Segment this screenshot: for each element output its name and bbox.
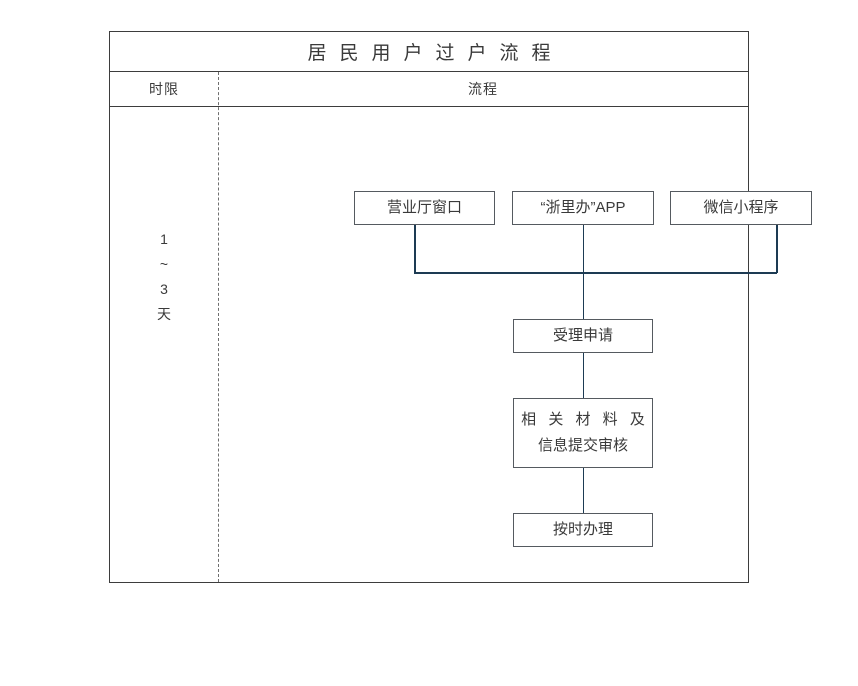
connector-merge-bus [414,272,777,274]
connector-wechat-to-bus [776,225,778,273]
time-limit-line-4: 天 [157,306,171,322]
node-process-on-time[interactable]: 按时办理 [513,513,653,547]
flow-diagram-area: 营业厅窗口 “浙里办”APP 微信小程序 受理申请 相 关 材 料 及 信息提交… [218,107,812,582]
time-limit-line-2: ~ [159,256,169,272]
connector-hall-to-bus [414,225,416,273]
column-header-time-limit: 时限 [149,81,179,97]
node-accept-application[interactable]: 受理申请 [513,319,653,353]
node-wechat-miniprogram[interactable]: 微信小程序 [670,191,812,225]
node-material-submission-review[interactable]: 相 关 材 料 及 信息提交审核 [513,398,653,468]
flow-chart-table: 居民用户过户流程 时限 流程 1 ~ 3 天 营业厅窗口 [109,31,812,583]
page-title: 居民用户过户流程 [307,43,564,64]
node-label: 营业厅窗口 [386,199,462,216]
time-limit-cell: 1 ~ 3 天 [110,107,218,582]
node-label: 微信小程序 [703,199,779,216]
table-header-row: 时限 流程 [110,72,748,107]
time-limit-line-3: 3 [160,281,168,297]
node-zhelibanapp[interactable]: “浙里办”APP [512,191,654,225]
time-limit-line-1: 1 [160,231,168,247]
table-body-row: 1 ~ 3 天 营业厅窗口 “浙里办”APP 微信小程序 [110,72,812,582]
node-label-line-2: 信息提交审核 [537,437,628,454]
node-label-line-1: 相 关 材 料 及 [521,411,649,428]
node-label: 按时办理 [552,521,613,538]
node-service-hall-window[interactable]: 营业厅窗口 [354,191,495,225]
connector-accept-to-review [582,353,585,398]
title-row: 居民用户过户流程 [110,32,748,72]
connector-review-to-process [582,468,585,513]
node-label: 受理申请 [552,327,613,344]
node-label: “浙里办”APP [540,199,626,216]
column-divider-dashed [218,72,219,582]
column-header-flow: 流程 [468,81,498,97]
